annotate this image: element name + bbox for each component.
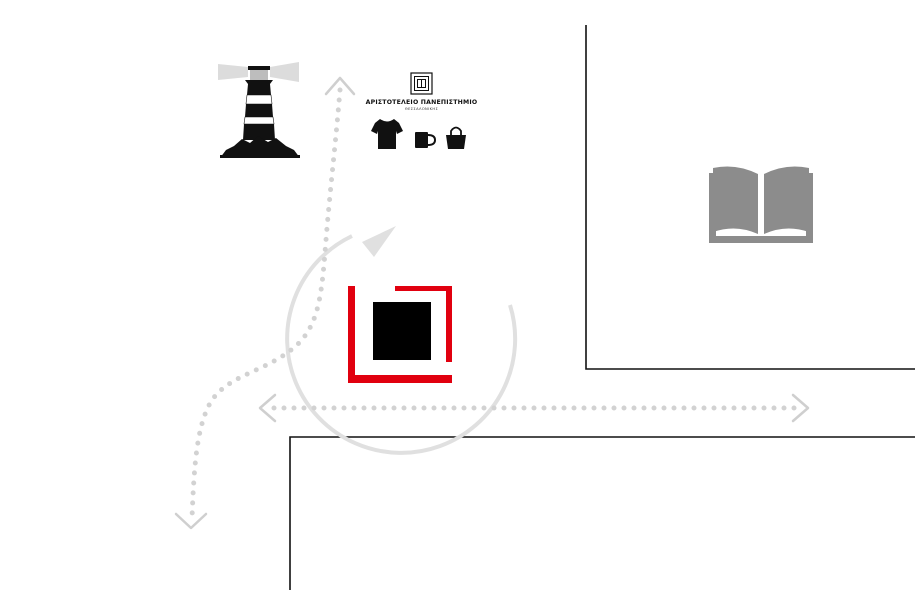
arrow-left-icon	[258, 393, 277, 423]
shopping-bag-icon	[446, 126, 466, 149]
book-icon	[709, 166, 813, 243]
rotation-arrowhead-icon	[362, 226, 396, 257]
lighthouse-icon	[218, 62, 300, 158]
shop-subtitle: ΘΕΣΣΑΛΟΝΙΚΗΣ	[405, 107, 439, 111]
arrow-right-icon	[791, 393, 810, 423]
mug-icon	[415, 132, 437, 148]
lower-building-outline	[289, 436, 915, 590]
tshirt-icon	[371, 119, 403, 149]
rotation-circle	[285, 226, 518, 455]
dotted-path-vertical	[174, 76, 356, 530]
university-logo-icon	[410, 72, 433, 95]
location-marker-icon	[348, 286, 452, 383]
dotted-path-horizontal	[258, 393, 810, 423]
arrow-up-icon	[324, 76, 356, 96]
university-shop-group: ΑΡΙΣΤΟΤΕΛΕΙΟ ΠΑΝΕΠΙΣΤΗΜΙΟ ΘΕΣΣΑΛΟΝΙΚΗΣ	[366, 72, 478, 149]
upper-building-outline	[585, 25, 915, 370]
arrow-down-icon	[174, 512, 208, 530]
shop-title: ΑΡΙΣΤΟΤΕΛΕΙΟ ΠΑΝΕΠΙΣΤΗΜΙΟ	[366, 99, 478, 106]
